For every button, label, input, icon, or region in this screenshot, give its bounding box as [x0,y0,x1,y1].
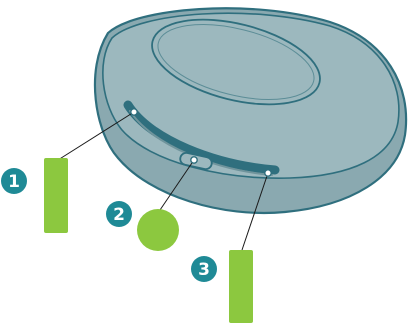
contact-points [130,108,272,177]
indicator-circle-2 [137,209,179,251]
indicators [44,158,253,323]
badge-3-circle [191,256,217,282]
indicator-bar-3 [229,250,253,323]
contact-point-2 [190,156,198,164]
top-oval-inner [157,24,315,100]
badge-1-number: 1 [8,172,20,192]
contact-point-3 [264,169,272,177]
front-groove [123,100,280,175]
top-oval-button [151,18,321,106]
device-top-surface [102,12,400,179]
indicator-bar-1 [44,158,68,233]
badge-2-circle [106,201,132,227]
leader-lines [57,111,269,251]
badge-2: 2 [106,201,132,227]
device [93,7,408,214]
contact-point-1 [130,108,138,116]
leader-line-1 [57,111,135,161]
badge-1: 1 [1,168,27,194]
leader-line-2 [159,159,195,211]
badge-3-number: 3 [198,260,210,280]
badge-3: 3 [191,256,217,282]
badge-1-circle [1,168,27,194]
leader-line-3 [241,172,269,251]
badge-2-number: 2 [113,205,125,225]
